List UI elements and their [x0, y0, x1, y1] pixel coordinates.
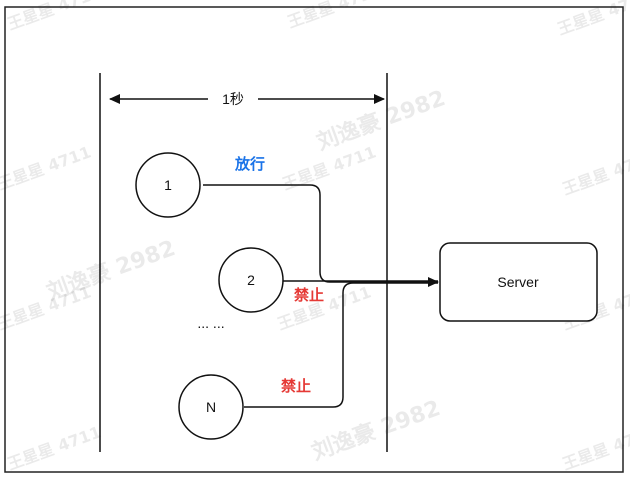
server-box [439, 242, 598, 322]
watermark-text: 王星星 4711 [5, 422, 104, 473]
watermark-text: 刘逸豪 2982 [313, 85, 449, 156]
ellipsis-label: ... ... [197, 315, 224, 331]
node-label-1: 1 [164, 177, 172, 193]
outer-frame [4, 6, 624, 473]
node-label-2: 2 [247, 272, 255, 288]
node-circle-n [178, 374, 244, 440]
node-circle-2 [218, 247, 284, 313]
status-deny-label-n: 禁止 [281, 377, 311, 395]
watermark-text: 王星星 4711 [275, 282, 374, 333]
watermark-text: 王星星 4711 [5, 0, 104, 34]
node-circle-1 [135, 152, 201, 218]
interval-label: 1秒 [222, 91, 244, 107]
connector-deny-n [244, 282, 438, 408]
status-allow-label: 放行 [234, 155, 265, 173]
watermark-text: 王星星 4711 [560, 147, 630, 198]
watermark-text: 王星星 4711 [285, 0, 384, 32]
status-deny-label-2: 禁止 [294, 286, 324, 304]
watermark-text: 王星星 4711 [555, 0, 630, 39]
watermark-text: 王星星 4711 [0, 142, 94, 193]
node-label-n: N [206, 399, 216, 415]
server-label: Server [497, 274, 539, 290]
watermark-text: 刘逸豪 2982 [308, 395, 444, 466]
watermark-text: 王星星 4711 [560, 422, 630, 473]
